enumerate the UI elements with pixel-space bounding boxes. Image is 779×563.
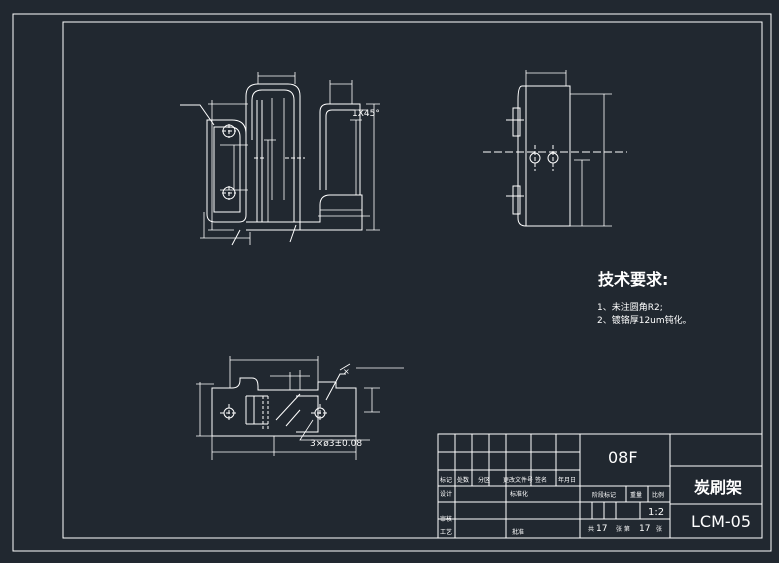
label-sheet-unit: 张: [656, 525, 662, 533]
label-review: 审核: [440, 515, 452, 523]
tech-requirements-title: 技术要求:: [598, 270, 668, 289]
drawing-number: LCM-05: [691, 512, 751, 531]
material: 08F: [608, 448, 638, 467]
label-change-doc: 更改文件号: [503, 476, 533, 484]
sheet-number: 17: [639, 524, 650, 534]
label-stage-mark: 阶段标记: [592, 491, 616, 499]
top-view: [211, 373, 357, 437]
side-view: [483, 85, 627, 227]
sheets-total: 17: [596, 524, 607, 534]
front-view: [180, 83, 363, 246]
label-sheet: 张 第: [616, 525, 630, 533]
tech-requirement-2: 2、镀铬厚12um钝化。: [597, 314, 692, 326]
title-block-text: 标记 处数 分区 更改文件号 签名 年月日 设计 标准化 审核 工艺 批准 阶段…: [440, 448, 751, 536]
chamfer-label: 1X45°: [352, 109, 380, 119]
label-design: 设计: [440, 490, 452, 498]
label-signature: 签名: [535, 476, 547, 484]
title-block: [437, 433, 763, 539]
label-count: 处数: [457, 476, 469, 484]
top-view-dimensions: [196, 356, 404, 460]
label-mark: 标记: [440, 476, 452, 484]
label-date: 年月日: [558, 476, 576, 484]
side-view-dimensions: [525, 70, 612, 227]
label-process: 工艺: [440, 528, 452, 536]
label-zone: 分区: [478, 476, 490, 484]
label-approve: 批准: [512, 528, 524, 536]
sheet-frame: [12, 13, 772, 552]
scale-value: 1:2: [648, 507, 664, 518]
label-standardization: 标准化: [510, 490, 528, 498]
tech-requirement-1: 1、未注圆角R2;: [597, 301, 663, 313]
label-total: 共: [588, 525, 594, 533]
part-name: 炭刷架: [694, 478, 742, 497]
label-weight: 重量: [630, 491, 642, 499]
front-view-dimensions: [200, 72, 380, 245]
x-mark: ×: [343, 367, 350, 376]
label-scale: 比例: [652, 491, 664, 499]
hole-callout: 3×ø3±0.08: [310, 439, 362, 449]
